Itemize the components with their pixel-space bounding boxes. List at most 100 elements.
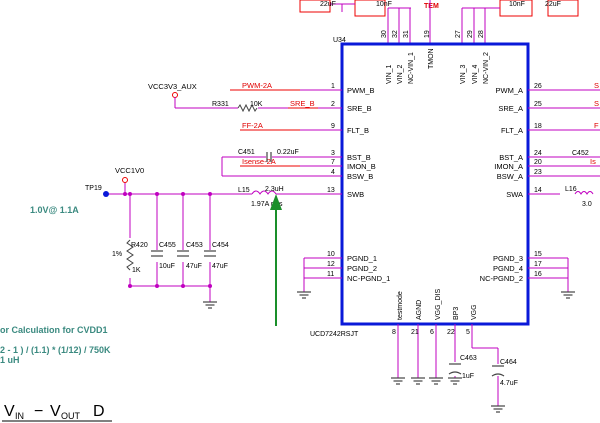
r331-ref: R331 bbox=[212, 101, 229, 108]
c464-capacitor bbox=[491, 365, 505, 377]
top-pin-names: VIN_1 VIN_2 NC-VIN_1 TMON VIN_3 VIN_4 NC… bbox=[386, 48, 490, 84]
pin-number: 28 bbox=[478, 30, 485, 38]
ground-symbol bbox=[202, 301, 218, 309]
left-pin-numbers: 1 2 9 7 3 4 13 10 12 11 bbox=[327, 83, 335, 278]
pin-name: PGND_4 bbox=[493, 264, 523, 273]
junction-dots bbox=[128, 284, 212, 288]
formula-d: D bbox=[93, 403, 105, 420]
pin-name: SWA bbox=[506, 190, 523, 199]
pin-name: testmode bbox=[397, 291, 404, 320]
formula-vin-sub: IN bbox=[15, 411, 24, 421]
r420-ref: R420 bbox=[131, 242, 148, 249]
vcc1v0-rail bbox=[122, 177, 128, 194]
c463-capacitor bbox=[448, 363, 462, 375]
pin-number: 32 bbox=[392, 30, 399, 38]
ic-reference: U34 bbox=[333, 37, 346, 44]
pin-name: FLT_A bbox=[501, 126, 523, 135]
c454-value: 47uF bbox=[212, 263, 228, 270]
rail-current-note: 1.0V@ 1.1A bbox=[30, 205, 79, 215]
pin-name: VIN_4 bbox=[472, 64, 479, 84]
c464-ref: C464 bbox=[500, 359, 517, 366]
pin-number: 23 bbox=[534, 169, 542, 176]
pin-name: NC-PGND_1 bbox=[347, 274, 390, 283]
pin-number: 19 bbox=[424, 30, 431, 38]
pin-name: BST_B bbox=[347, 153, 371, 162]
ground-symbol bbox=[447, 377, 463, 385]
bootstrap-loop bbox=[221, 156, 300, 177]
annotation-arrow bbox=[270, 194, 282, 326]
bottom-pin-wires bbox=[397, 324, 499, 406]
pin-number: 5 bbox=[466, 329, 470, 336]
formula: V IN − V OUT D bbox=[2, 403, 112, 422]
vcc1v0-label: VCC1V0 bbox=[115, 166, 144, 175]
c455-value: 10uF bbox=[159, 263, 175, 270]
pin-number: 17 bbox=[534, 261, 542, 268]
pin-number: 11 bbox=[327, 271, 334, 278]
cap-label: 10nF bbox=[376, 1, 392, 8]
pin-number: 27 bbox=[455, 30, 462, 38]
tp19-label: TP19 bbox=[85, 185, 102, 192]
output-filter-wires bbox=[129, 194, 211, 302]
ground-symbol bbox=[410, 377, 426, 385]
vcc3v3-rail bbox=[172, 92, 288, 113]
pin-name: NC-VIN_1 bbox=[408, 52, 415, 84]
pin-name: FLT_B bbox=[347, 126, 369, 135]
pin-name: SRE_B bbox=[347, 104, 372, 113]
pin-name: NC-VIN_2 bbox=[483, 52, 490, 84]
net-label: F bbox=[594, 121, 599, 130]
pin-number: 9 bbox=[331, 123, 335, 130]
pin-name: PWM_B bbox=[347, 86, 375, 95]
pin-number: 30 bbox=[381, 30, 388, 38]
pin-number: 18 bbox=[534, 123, 542, 130]
pin-name: IMON_A bbox=[494, 162, 523, 171]
pin-name: SRE_A bbox=[498, 104, 523, 113]
top-left-capacitors: 22uF 10nF bbox=[299, 0, 400, 17]
pin-number: 4 bbox=[331, 169, 335, 176]
formula-vin: V bbox=[4, 403, 15, 420]
pin-name: PGND_2 bbox=[347, 264, 377, 273]
r420-tolerance: 1% bbox=[112, 251, 122, 258]
pin-number: 22 bbox=[447, 329, 455, 336]
pin-number: 13 bbox=[327, 187, 335, 194]
pin-name: VIN_1 bbox=[386, 64, 393, 84]
c454-ref: C454 bbox=[212, 242, 229, 249]
pin-number: 3 bbox=[331, 150, 335, 157]
pin-name: VIN_2 bbox=[397, 64, 404, 84]
right-pin-numbers: 26 25 18 20 24 23 14 15 17 16 bbox=[534, 83, 542, 278]
pin-number: 20 bbox=[534, 159, 542, 166]
pin-name: BST_A bbox=[499, 153, 523, 162]
ic-body bbox=[340, 42, 530, 326]
pin-number: 12 bbox=[327, 261, 335, 268]
c463-ref: C463 bbox=[460, 355, 477, 362]
formula-vout-sub: OUT bbox=[61, 411, 81, 421]
pin-name: VGG_DIS bbox=[435, 289, 442, 320]
ground-symbol bbox=[560, 291, 576, 299]
ground-symbol bbox=[490, 405, 506, 413]
pin-name: AGND bbox=[416, 300, 423, 320]
pin-number: 2 bbox=[331, 101, 335, 108]
pin-name: IMON_B bbox=[347, 162, 376, 171]
pin-number: 21 bbox=[411, 329, 419, 336]
calc-line-2: 1 uH bbox=[0, 355, 20, 365]
pin-number: 7 bbox=[331, 159, 335, 166]
pin-number: 29 bbox=[467, 30, 474, 38]
ground-symbol bbox=[390, 377, 406, 385]
l16-label: L16 bbox=[565, 186, 577, 193]
net-label: FF-2A bbox=[242, 121, 263, 130]
net-label: PWM-2A bbox=[242, 81, 272, 90]
pin-number: 10 bbox=[327, 251, 335, 258]
pin-name: NC-PGND_2 bbox=[480, 274, 523, 283]
net-label: Is bbox=[590, 157, 596, 166]
pin-number: 24 bbox=[534, 150, 542, 157]
c455-ref: C455 bbox=[159, 242, 176, 249]
net-label: Isense-2A bbox=[242, 157, 276, 166]
c452-label: C452 bbox=[572, 150, 589, 157]
pin-number: 1 bbox=[331, 83, 335, 90]
c451-ref: C451 bbox=[238, 149, 255, 156]
c451-value: 0.22uF bbox=[277, 149, 299, 156]
cap-label: 10nF bbox=[509, 1, 525, 8]
top-pin-numbers: 30 32 31 19 27 29 28 bbox=[381, 30, 485, 38]
calc-line-1: 2 - 1 ) / (1.1) * (1/12) / 750K bbox=[0, 345, 111, 355]
c463-value: 1uF bbox=[462, 373, 474, 380]
pin-number: 16 bbox=[534, 271, 542, 278]
